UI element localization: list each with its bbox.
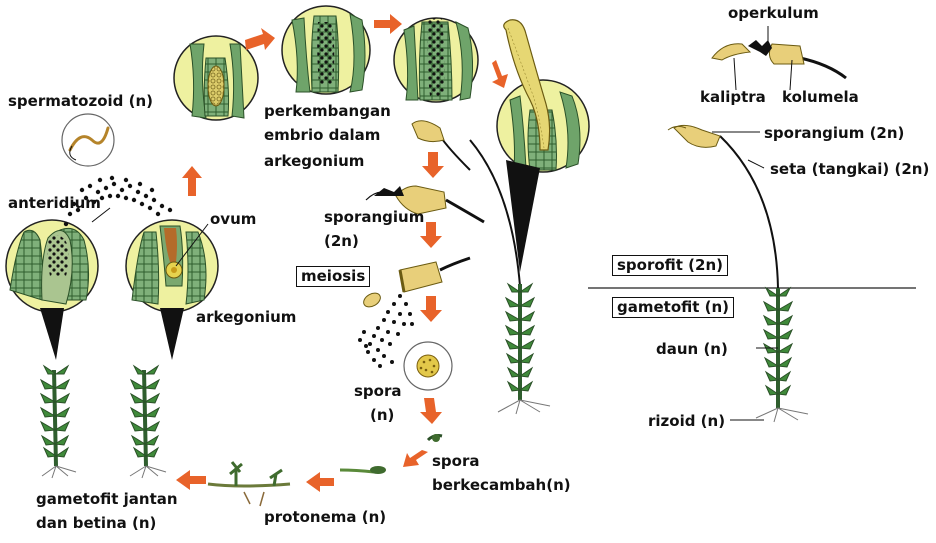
- label-kaliptra: kaliptra: [700, 88, 766, 106]
- sporangium-lid: [365, 185, 485, 224]
- leader-lines: [91, 26, 793, 421]
- label-anteridium: anteridium: [8, 194, 101, 212]
- operculum-loose: [363, 292, 381, 308]
- label-sporangium-left-1: sporangium: [324, 208, 425, 226]
- sporangium-closed: [411, 120, 471, 171]
- annotated-sporophyte: [667, 124, 779, 289]
- zygote-circle: [173, 35, 259, 121]
- label-perkembangan-3: arkegonium: [264, 152, 365, 170]
- sporophyte-on-gametophyte: [469, 139, 551, 415]
- label-spora-berkecambah-2: berkecambah(n): [432, 476, 571, 494]
- label-arkegonium: arkegonium: [196, 308, 297, 326]
- protonema-plantlets: [207, 461, 291, 507]
- label-perkembangan-2: embrio dalam: [264, 126, 381, 144]
- label-sporofit: sporofit (2n): [612, 255, 729, 276]
- gametophyte-female: [129, 364, 167, 479]
- label-sporangium-right: sporangium (2n): [764, 124, 905, 142]
- capsule-detail: [711, 40, 847, 80]
- embryo-circle-1: [281, 5, 371, 95]
- germinating-spore: [426, 434, 443, 442]
- sporangium-open: [398, 256, 471, 293]
- label-gametofit-jantan-2: dan betina (n): [36, 514, 157, 532]
- label-sporangium-left-2: (2n): [324, 232, 359, 250]
- label-rizoid: rizoid (n): [648, 412, 726, 430]
- label-perkembangan-1: perkembangan: [264, 102, 391, 120]
- cycle-arrows: [176, 14, 508, 492]
- label-operkulum: operkulum: [728, 4, 819, 22]
- protonema-filament: [339, 466, 386, 474]
- label-protonema: protonema (n): [264, 508, 387, 526]
- young-sporophyte: [503, 19, 551, 151]
- antheridium-circle: [5, 219, 99, 313]
- label-gametofit-jantan-1: gametofit jantan: [36, 490, 178, 508]
- sperm-dots: [63, 175, 173, 227]
- label-gametofit: gametofit (n): [612, 297, 735, 318]
- annotated-gametophyte: [755, 286, 809, 423]
- label-ovum: ovum: [210, 210, 257, 228]
- label-kolumela: kolumela: [782, 88, 859, 106]
- gametophyte-male: [39, 364, 77, 479]
- label-meiosis: meiosis: [296, 266, 371, 287]
- label-spora-2: (n): [370, 406, 395, 424]
- spore-circle: [403, 341, 453, 391]
- spermatozoid-circle: [61, 113, 115, 167]
- spore-dots: [358, 294, 414, 368]
- archegonium-circle: [125, 219, 219, 313]
- label-seta: seta (tangkai) (2n): [770, 160, 930, 178]
- label-spermatozoid: spermatozoid (n): [8, 92, 153, 110]
- label-daun: daun (n): [656, 340, 728, 358]
- embryo-circle-2: [393, 17, 479, 103]
- label-spora-berkecambah-1: spora: [432, 452, 480, 470]
- label-spora-1: spora: [354, 382, 402, 400]
